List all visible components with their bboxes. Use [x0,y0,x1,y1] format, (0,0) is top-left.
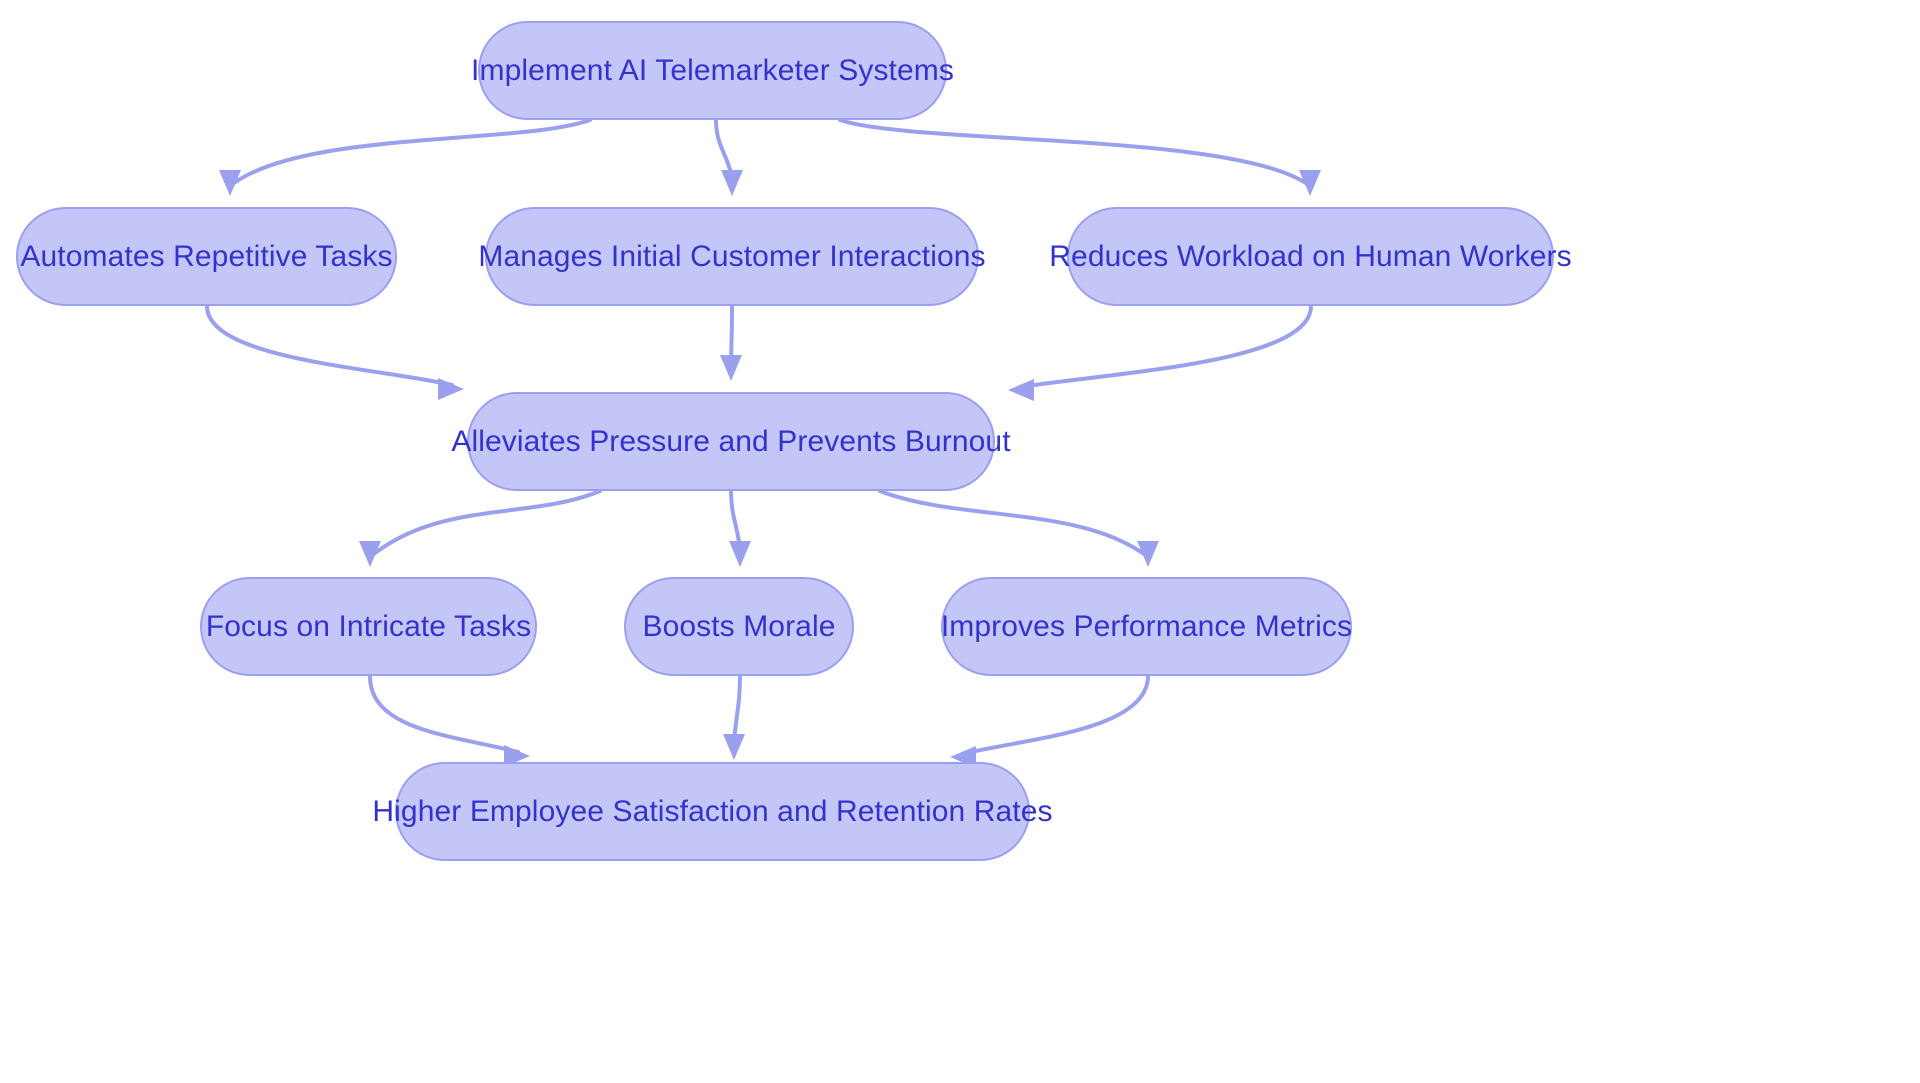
flow-node-improves-performance-metrics[interactable]: Improves Performance Metrics [941,577,1352,676]
arrowhead-icon [720,355,742,381]
flow-node-label: Focus on Intricate Tasks [205,610,532,643]
flow-node-label: Boosts Morale [642,610,836,643]
flow-edge-n5-to-n6 [368,489,602,559]
flow-edge-n1-to-n3 [714,118,734,188]
flow-edge-n1-to-n4 [838,118,1312,188]
flow-node-boosts-morale[interactable]: Boosts Morale [624,577,854,676]
flow-edge-n5-to-n7 [729,489,742,559]
arrowhead-icon [1299,170,1321,196]
flow-node-label: Manages Initial Customer Interactions [478,240,986,273]
flow-node-label: Implement AI Telemarketer Systems [471,54,954,87]
flow-edge-n2-to-n5 [205,304,454,387]
arrowhead-icon [1137,541,1159,567]
flow-node-label: Alleviates Pressure and Prevents Burnout [451,425,1011,458]
flow-node-focus-on-intricate-tasks[interactable]: Focus on Intricate Tasks [200,577,537,676]
flow-edge-n4-to-n5 [1018,304,1313,389]
flow-node-manages-initial-customer-interactions[interactable]: Manages Initial Customer Interactions [478,207,986,306]
arrowhead-icon [723,734,745,760]
arrowhead-icon [1008,379,1034,401]
arrowhead-icon [721,170,743,196]
flow-node-reduces-workload-on-human-workers[interactable]: Reduces Workload on Human Workers [1049,207,1572,306]
flow-node-alleviates-pressure-and-prevents-burnout[interactable]: Alleviates Pressure and Prevents Burnout [451,392,1011,491]
flow-node-label: Higher Employee Satisfaction and Retenti… [372,795,1053,828]
arrowhead-icon [729,541,751,567]
flow-node-label: Reduces Workload on Human Workers [1049,240,1572,273]
flow-node-higher-employee-satisfaction-and-retention-rates[interactable]: Higher Employee Satisfaction and Retenti… [372,762,1052,861]
flow-node-implement-ai-telemarketer-systems[interactable]: Implement AI Telemarketer Systems [471,21,954,120]
flow-node-automates-repetitive-tasks[interactable]: Automates Repetitive Tasks [16,207,397,306]
flow-edge-n5-to-n8 [878,489,1150,559]
flow-node-label: Automates Repetitive Tasks [20,240,393,273]
flow-edge-n3-to-n5 [729,304,734,373]
arrowhead-icon [438,378,464,400]
arrowhead-icon [219,170,241,196]
flow-edge-n7-to-n9 [732,674,742,752]
flow-edge-n6-to-n9 [368,674,520,754]
flow-edge-n1-to-n2 [228,118,592,188]
flow-edge-n8-to-n9 [960,674,1150,756]
arrowhead-icon [359,541,381,567]
flow-node-label: Improves Performance Metrics [940,610,1353,643]
